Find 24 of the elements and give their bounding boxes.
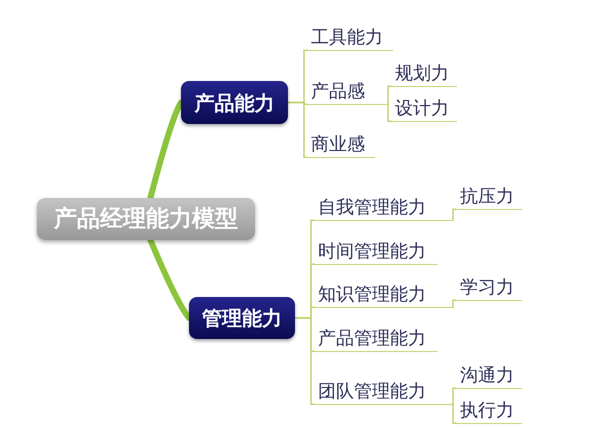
underlined-subtopic: 设计力	[391, 98, 457, 122]
underlined-subtopic: 商业感	[307, 134, 375, 158]
central-topic-box: 产品经理能力模型	[37, 198, 255, 240]
underlined-subtopic: 学习力	[456, 277, 522, 301]
underlined-subtopic: 知识管理能力	[314, 284, 452, 308]
topic-box: 产品能力	[181, 81, 288, 124]
topic-box: 管理能力	[189, 297, 295, 339]
underlined-subtopic: 自我管理能力	[314, 197, 452, 221]
underlined-subtopic: 抗压力	[456, 186, 522, 210]
underlined-subtopic: 工具能力	[307, 27, 393, 51]
connector-line	[451, 388, 457, 405]
underlined-subtopic: 时间管理能力	[314, 241, 438, 265]
connector-line	[451, 404, 457, 424]
underlined-subtopic: 产品管理能力	[314, 328, 438, 352]
underlined-subtopic: 规划力	[391, 63, 457, 87]
connector-line	[451, 300, 457, 308]
connector-line	[287, 102, 308, 158]
underlined-subtopic: 团队管理能力	[314, 381, 452, 405]
underlined-subtopic: 沟通力	[456, 365, 522, 389]
connector-line	[386, 86, 392, 105]
connector-line	[386, 104, 392, 122]
underlined-subtopic: 产品感	[307, 81, 387, 105]
underlined-subtopic: 执行力	[456, 400, 522, 424]
connector-line	[451, 208, 457, 221]
